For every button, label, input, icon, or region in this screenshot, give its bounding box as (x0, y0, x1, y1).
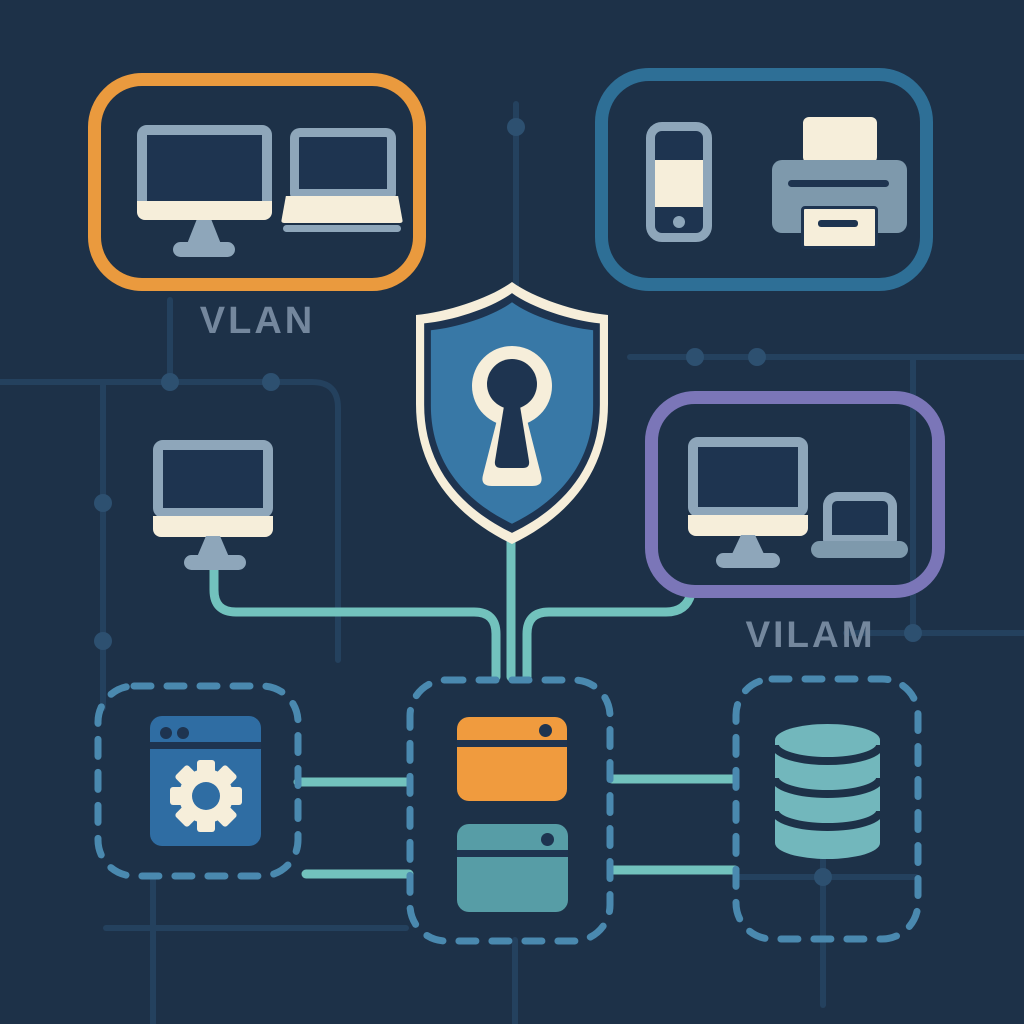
laptop-icon-2 (811, 492, 908, 558)
standalone-desktop-computer-icon (153, 440, 273, 571)
vlan-zone-top-left (88, 73, 426, 291)
security-shield-keyhole-icon (416, 282, 608, 544)
device-zone-top-right (595, 68, 933, 291)
database-icon (775, 724, 880, 859)
server-panel-orange-icon (457, 717, 567, 801)
vlan-label-left: VLAN (199, 300, 316, 342)
dashed-zone-database (732, 675, 922, 943)
vlan-zone-mid-right (645, 391, 945, 598)
printer-icon (772, 117, 907, 252)
browser-gear-icon (150, 716, 261, 846)
dashed-zone-apps (94, 682, 302, 880)
server-panel-teal-icon (457, 824, 568, 912)
desktop-computer-icon-2 (688, 437, 808, 568)
dashed-zone-servers (406, 676, 614, 945)
smartphone-icon (646, 122, 712, 242)
desktop-computer-icon (137, 125, 272, 257)
laptop-icon (281, 128, 403, 233)
gear-icon (170, 760, 242, 832)
vlan-label-right: VILAM (745, 614, 876, 655)
